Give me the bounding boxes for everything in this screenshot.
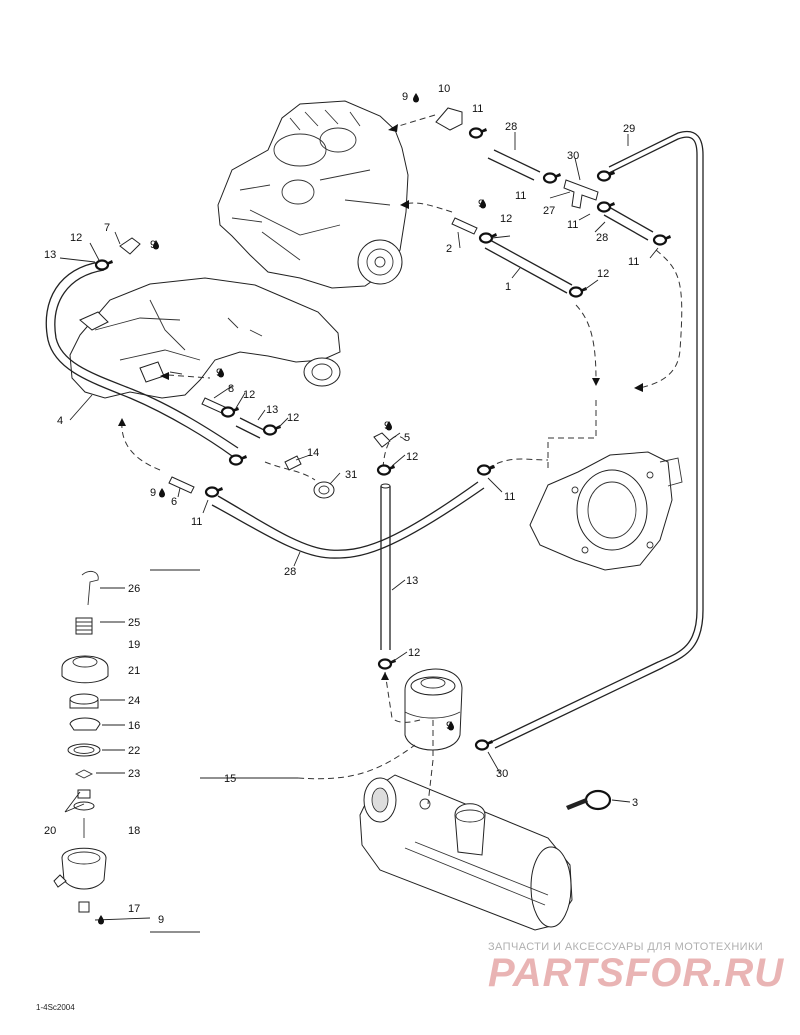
label-part-5: 5: [404, 432, 410, 444]
label-part-12: 12: [70, 232, 82, 244]
muffler: [359, 774, 573, 931]
label-part-21: 21: [128, 665, 140, 677]
figure-code: 1-4Sc2004: [36, 1003, 75, 1012]
label-part-9: 9: [216, 367, 222, 379]
label-part-7: 7: [104, 222, 110, 234]
label-part-24: 24: [128, 695, 140, 707]
label-part-14: 14: [307, 447, 319, 459]
label-part-23: 23: [128, 768, 140, 780]
hoses: [45, 130, 704, 749]
label-part-25: 25: [128, 617, 140, 629]
label-part-30: 30: [567, 150, 579, 162]
watermark-logo: PARTSFOR.RU: [488, 951, 785, 995]
label-part-17: 17: [128, 903, 140, 915]
label-part-12: 12: [597, 268, 609, 280]
label-part-3: 3: [632, 797, 638, 809]
water-lock: [404, 668, 463, 751]
flow-lines: [118, 114, 683, 805]
part-number-labels: 9 10 11 28 29 30 11 27 11 28 11 9 12 2 1…: [44, 83, 639, 926]
label-part-12: 12: [243, 389, 255, 401]
label-part-1: 1: [505, 281, 511, 293]
label-part-18: 18: [128, 825, 140, 837]
label-part-16: 16: [128, 720, 140, 732]
label-part-4: 4: [57, 415, 63, 427]
label-part-9: 9: [384, 420, 390, 432]
label-part-9: 9: [150, 487, 156, 499]
label-part-9: 9: [402, 91, 408, 103]
label-part-12: 12: [287, 412, 299, 424]
label-part-28: 28: [505, 121, 517, 133]
fittings: [94, 107, 673, 811]
label-part-12: 12: [408, 647, 420, 659]
label-part-26: 26: [128, 583, 140, 595]
label-part-12: 12: [500, 213, 512, 225]
exhaust-pipe: [69, 277, 341, 399]
exhaust-flange: [529, 451, 683, 571]
label-part-28: 28: [596, 232, 608, 244]
watermark-subtitle: ЗАПЧАСТИ И АКСЕССУАРЫ ДЛЯ МОТОТЕХНИКИ: [488, 941, 764, 953]
label-part-11: 11: [515, 190, 526, 202]
label-part-11: 11: [472, 103, 483, 115]
label-part-6: 6: [171, 496, 177, 508]
label-part-9: 9: [478, 198, 484, 210]
label-part-29: 29: [623, 123, 635, 135]
label-part-9: 9: [158, 914, 164, 926]
label-part-13: 13: [406, 575, 418, 587]
label-part-11: 11: [567, 219, 578, 231]
label-part-9: 9: [446, 720, 452, 732]
label-part-13: 13: [266, 404, 278, 416]
label-part-20: 20: [44, 825, 56, 837]
label-part-11: 11: [628, 256, 639, 268]
engine-block: [217, 100, 409, 289]
label-part-9: 9: [150, 239, 156, 251]
label-part-12: 12: [406, 451, 418, 463]
label-part-31: 31: [345, 469, 357, 481]
label-part-11: 11: [191, 516, 202, 528]
leader-lines: [59, 132, 659, 933]
label-part-27: 27: [543, 205, 555, 217]
label-part-30: 30: [496, 768, 508, 780]
label-part-15: 15: [224, 773, 236, 785]
valve-assembly: [53, 570, 109, 913]
label-part-10: 10: [438, 83, 450, 95]
label-part-28: 28: [284, 566, 296, 578]
label-part-13: 13: [44, 249, 56, 261]
label-part-2: 2: [446, 243, 452, 255]
label-part-19: 19: [128, 639, 140, 651]
label-part-8: 8: [228, 383, 234, 395]
label-part-22: 22: [128, 745, 140, 757]
label-part-11: 11: [504, 491, 515, 503]
